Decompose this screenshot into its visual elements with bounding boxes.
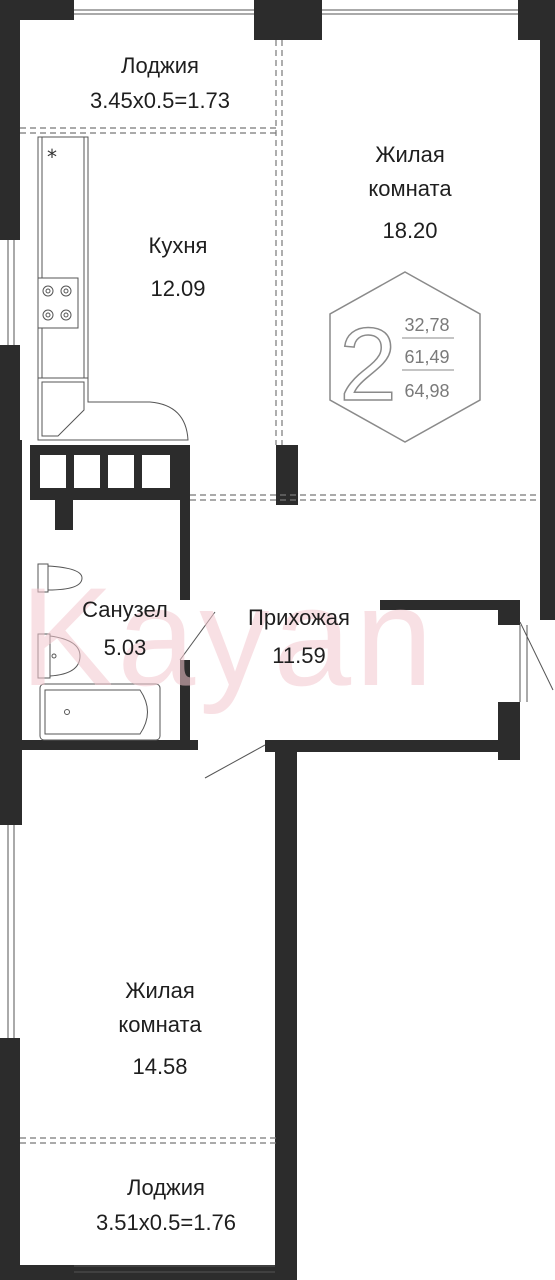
living-top-name-1: Жилая: [375, 142, 445, 167]
kitchen-fixtures: [37, 136, 189, 441]
living-bottom-area: 14.58: [132, 1054, 187, 1079]
kitchen-name: Кухня: [149, 233, 208, 258]
stove: [37, 277, 79, 329]
wall-kitchen-bath: [30, 445, 190, 455]
hallway-area: 11.59: [272, 643, 325, 668]
living-top-name-2: комната: [368, 176, 452, 201]
bathtub: [39, 683, 161, 741]
badge-living-area: 32,78: [404, 315, 449, 335]
wall-kitchen-bath-lower: [30, 488, 190, 500]
wall-hall-right-nib: [380, 600, 520, 610]
bathroom-area: 5.03: [104, 635, 147, 660]
wall-left-mid: [0, 440, 22, 825]
loggia-bottom-name: Лоджия: [127, 1175, 205, 1200]
wall-hall-bottom: [265, 740, 520, 752]
badge-total-with-loggias: 64,98: [404, 381, 449, 401]
sink-bowl: [49, 635, 81, 677]
wall-shaft-1: [30, 445, 40, 500]
loggia-top-name: Лоджия: [121, 53, 199, 78]
kitchen-area: 12.09: [150, 276, 205, 301]
loggia-bottom-area: 3.51x0.5=1.76: [96, 1210, 236, 1235]
wall-top-column-mid: [254, 0, 322, 40]
door-bathroom: [179, 611, 216, 661]
corner-sink: [41, 381, 85, 437]
bathroom-name: Санузел: [82, 597, 168, 622]
wall-left-bottom: [0, 1038, 20, 1280]
living-bottom-name-2: комната: [118, 1012, 202, 1037]
area-badge: 2 32,78 61,49 64,98: [329, 271, 481, 443]
wall-center-vertical: [275, 752, 297, 1280]
door-entrance: [204, 744, 266, 779]
toilet-bowl: [47, 565, 83, 591]
loggia-top-area: 3.45x0.5=1.73: [90, 88, 230, 113]
door-right: [519, 621, 554, 691]
living-top-area: 18.20: [382, 218, 437, 243]
doors: [179, 611, 554, 779]
wall-hall-right-post: [498, 600, 520, 625]
wall-shaft-2: [66, 455, 74, 488]
fridge-star-icon: *: [47, 145, 57, 169]
thin-lines: [7, 9, 528, 1273]
living-bottom-name-1: Жилая: [125, 978, 195, 1003]
badge-total-area: 61,49: [404, 347, 449, 367]
wall-left-kitchen-lower: [0, 345, 20, 445]
wall-left-upper: [0, 0, 20, 240]
wall-bath-right: [180, 500, 190, 600]
wall-shaft-3: [100, 455, 108, 488]
wall-shaft-5: [170, 455, 190, 488]
wall-bath-right-lower: [180, 660, 190, 750]
wall-right-upper: [540, 0, 555, 620]
bathroom-fixtures: [37, 563, 161, 741]
wall-bath-top-stub: [55, 500, 73, 530]
wall-bath-bottom: [22, 740, 198, 750]
bathtub-inner: [44, 689, 148, 735]
corner-counter: [37, 377, 189, 441]
watermark-text: Kayan: [20, 558, 437, 715]
wall-column-mid: [276, 445, 298, 505]
badge-hexagon: [329, 271, 481, 443]
dashed-lines: [20, 40, 540, 1144]
badge-rooms-count: 2: [339, 307, 397, 423]
wall-shaft-4: [134, 455, 142, 488]
hallway-name: Прихожая: [248, 605, 350, 630]
